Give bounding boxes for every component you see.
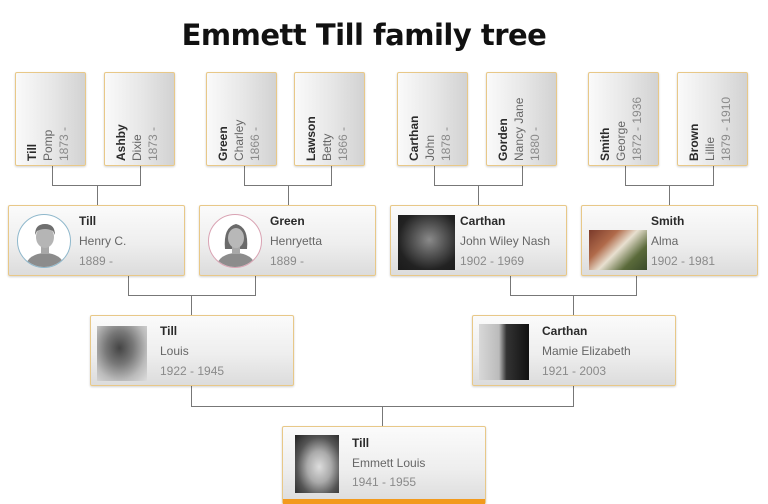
- life-dates: 1873 -: [146, 126, 160, 161]
- life-dates: 1902 - 1969: [460, 254, 525, 268]
- person-card-charley-green[interactable]: Green Charley 1866 -: [206, 72, 277, 166]
- given-name: Henry C.: [79, 234, 127, 248]
- person-card-john-wiley-nash-carthan[interactable]: Carthan John Wiley Nash 1902 - 1969: [390, 205, 567, 276]
- surname: Till: [79, 214, 97, 228]
- surname: Carthan: [407, 115, 421, 161]
- person-card-nancy-jane-gorden[interactable]: Gorden Nancy Jane 1880 -: [486, 72, 557, 166]
- surname: Green: [270, 214, 305, 228]
- person-card-louis-till[interactable]: Till Louis 1922 - 1945: [90, 315, 294, 386]
- portrait-photo: [398, 215, 455, 270]
- surname: Ashby: [114, 124, 128, 161]
- surname: Carthan: [460, 214, 506, 228]
- given-name: Henryetta: [270, 234, 323, 248]
- given-name: George: [614, 120, 628, 161]
- surname: Brown: [687, 123, 701, 161]
- portrait-photo: [295, 435, 339, 493]
- given-name: Pomp: [41, 129, 55, 161]
- surname: Carthan: [542, 324, 588, 338]
- surname: Smith: [598, 127, 612, 161]
- surname: Smith: [651, 214, 685, 228]
- person-card-dixie-ashby[interactable]: Ashby Dixie 1873 -: [104, 72, 175, 166]
- male-avatar-icon: [17, 214, 71, 268]
- person-card-alma-smith[interactable]: Smith Alma 1902 - 1981: [581, 205, 758, 276]
- female-avatar-icon: [208, 214, 262, 268]
- surname: Till: [160, 324, 178, 338]
- given-name: Mamie Elizabeth: [542, 344, 631, 358]
- person-card-henry-till[interactable]: Till Henry C. 1889 -: [8, 205, 185, 276]
- life-dates: 1921 - 2003: [542, 364, 607, 378]
- portrait-photo: [479, 324, 529, 380]
- given-name: Betty: [320, 133, 334, 161]
- given-name: Alma: [651, 234, 679, 248]
- surname: Gorden: [496, 118, 510, 161]
- life-dates: 1878 -: [439, 126, 453, 161]
- person-card-john-carthan[interactable]: Carthan John 1878 -: [397, 72, 468, 166]
- person-card-betty-lawson[interactable]: Lawson Betty 1866 -: [294, 72, 365, 166]
- life-dates: 1941 - 1955: [352, 475, 417, 489]
- life-dates: 1889 -: [79, 254, 114, 268]
- life-dates: 1922 - 1945: [160, 364, 225, 378]
- person-card-emmett-louis-till[interactable]: Till Emmett Louis 1941 - 1955: [282, 426, 486, 504]
- page-title: Emmett Till family tree: [181, 18, 547, 52]
- given-name: Louis: [160, 344, 189, 358]
- person-card-pomp-till[interactable]: Till Pomp 1873 -: [15, 72, 86, 166]
- life-dates: 1873 -: [57, 126, 71, 161]
- given-name: John: [423, 134, 437, 161]
- person-card-lillie-brown[interactable]: Brown Lillie 1879 - 1910: [677, 72, 748, 166]
- surname: Green: [216, 126, 230, 161]
- person-card-henryetta-green[interactable]: Green Henryetta 1889 -: [199, 205, 376, 276]
- given-name: Dixie: [130, 134, 144, 161]
- person-card-george-smith[interactable]: Smith George 1872 - 1936: [588, 72, 659, 166]
- given-name: Charley: [232, 119, 246, 161]
- surname: Till: [352, 436, 370, 450]
- life-dates: 1866 -: [336, 126, 350, 161]
- given-name: Emmett Louis: [352, 456, 426, 470]
- surname: Till: [25, 143, 39, 161]
- life-dates: 1902 - 1981: [651, 254, 716, 268]
- life-dates: 1866 -: [248, 126, 262, 161]
- portrait-photo: [589, 230, 647, 270]
- life-dates: 1880 -: [528, 126, 542, 161]
- surname: Lawson: [304, 116, 318, 161]
- life-dates: 1889 -: [270, 254, 305, 268]
- given-name: Nancy Jane: [512, 97, 526, 161]
- given-name: Lillie: [703, 136, 717, 161]
- portrait-photo: [97, 326, 147, 381]
- life-dates: 1879 - 1910: [719, 96, 733, 161]
- life-dates: 1872 - 1936: [630, 96, 644, 161]
- person-card-mamie-elizabeth-carthan[interactable]: Carthan Mamie Elizabeth 1921 - 2003: [472, 315, 676, 386]
- given-name: John Wiley Nash: [460, 234, 551, 248]
